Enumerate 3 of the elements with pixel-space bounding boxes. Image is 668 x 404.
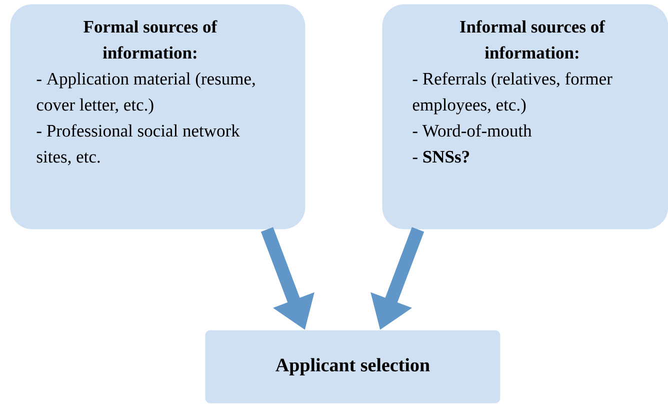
selection-box: Applicant selection	[205, 330, 500, 404]
information-box: Formal sources of information: - Application material (resume, cover letter, etc.) - Professional social network sites, etc.	[10, 4, 306, 230]
information-box: Informal sources of information: - Referrals (relatives, former employees, etc.) - Word-of-mouth - SNSs?	[382, 4, 668, 230]
